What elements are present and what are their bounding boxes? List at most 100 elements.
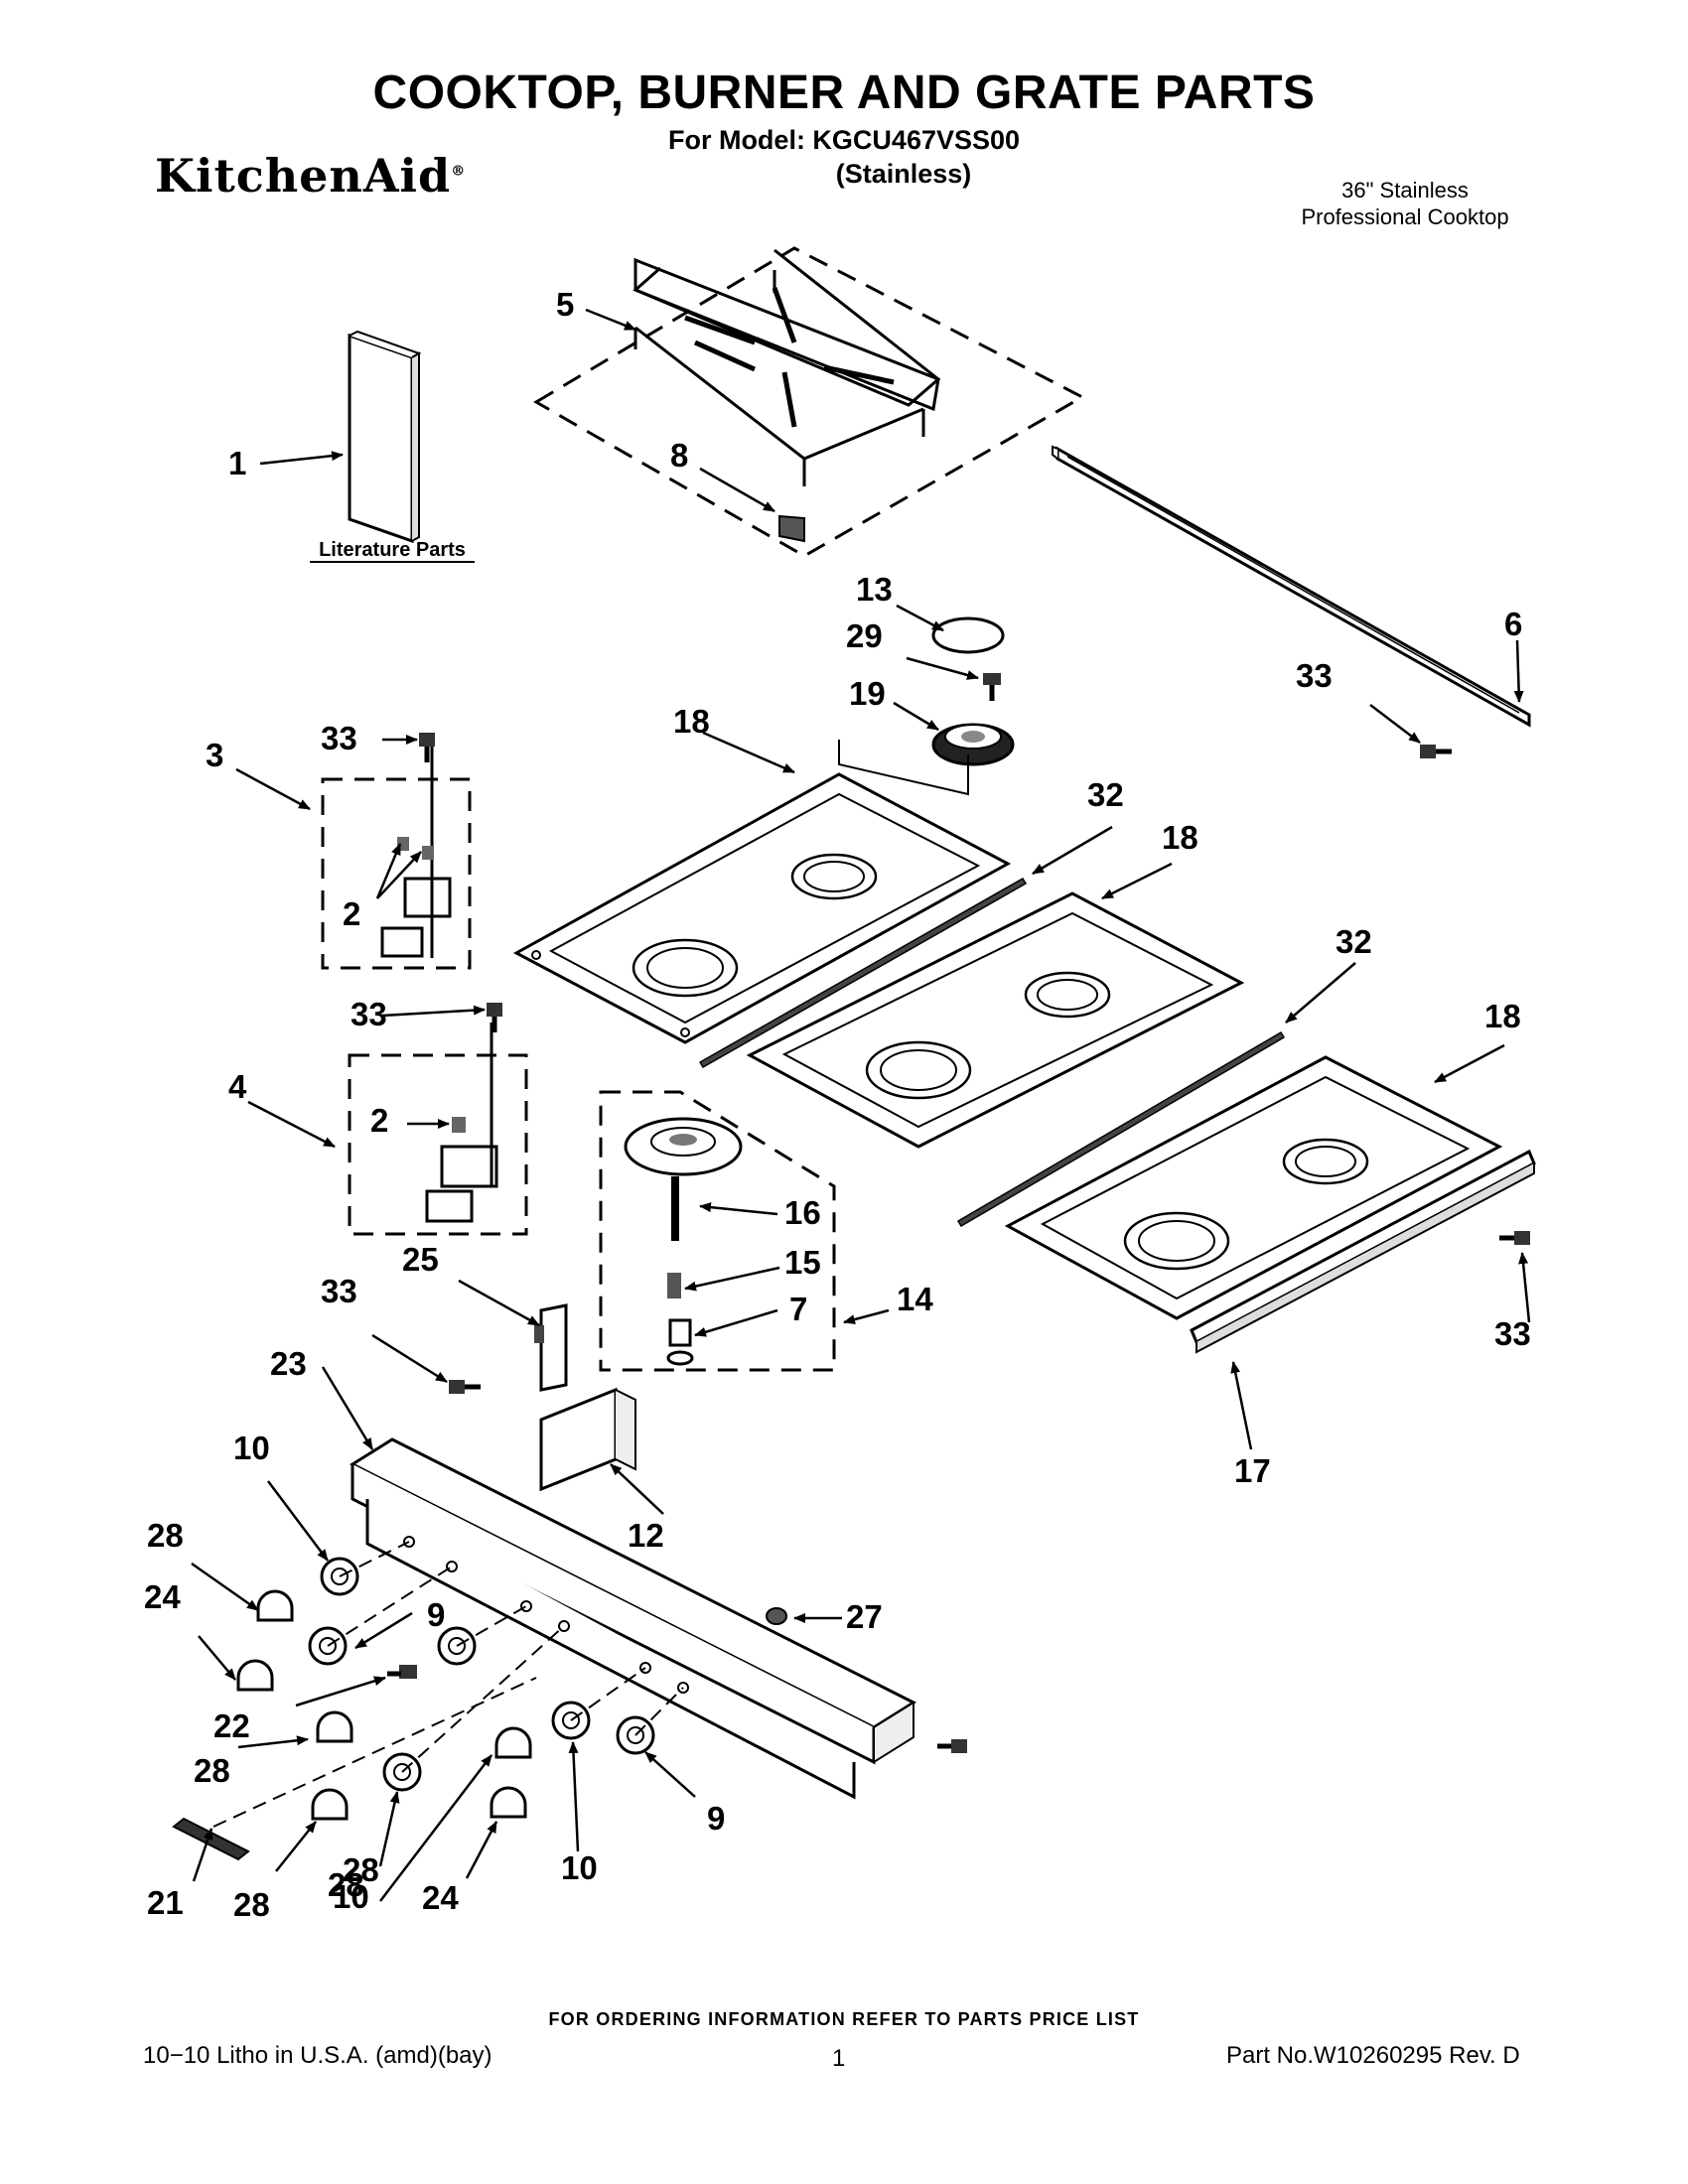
screw-33-part	[1420, 745, 1452, 758]
burner-cap-part	[931, 616, 1005, 654]
callout-10: 10	[561, 1849, 598, 1886]
knob-part	[494, 1726, 532, 1759]
knob-part	[236, 1659, 274, 1692]
callout-29: 29	[846, 617, 883, 654]
callout-9: 9	[427, 1596, 445, 1633]
burner-pan-part	[1004, 1055, 1503, 1320]
screw-33-part	[1499, 1231, 1530, 1245]
screw-33-part	[419, 733, 435, 762]
callout-25: 25	[402, 1241, 439, 1278]
bracket-part	[534, 1303, 568, 1392]
grate-dashed-outline	[533, 246, 1086, 558]
callout-5: 5	[556, 286, 574, 323]
part-number: Part No.W10260295 Rev. D	[1226, 2042, 1520, 2069]
callout-4: 4	[228, 1068, 247, 1105]
burner-pan-part	[746, 891, 1245, 1149]
nameplate-part	[172, 1817, 250, 1861]
page-title: COOKTOP, BURNER AND GRATE PARTS	[372, 67, 1316, 119]
callout-33: 33	[1296, 657, 1333, 694]
callout-17: 17	[1234, 1452, 1271, 1489]
burner-pan-part	[512, 772, 1012, 1044]
seal-strip-part	[698, 877, 1028, 1069]
callout-1: 1	[228, 445, 246, 481]
callout-33: 33	[351, 996, 387, 1032]
grate-part	[633, 248, 941, 543]
knob-part	[490, 1786, 527, 1819]
simmer-burner-part	[624, 1117, 743, 1366]
registered-mark-icon: ®	[451, 163, 467, 180]
callout-21: 21	[147, 1884, 184, 1921]
burner-alignment-line	[838, 740, 969, 796]
valve-assembly-4-outline	[348, 1053, 528, 1236]
callout-3: 3	[206, 737, 223, 773]
callout-23: 23	[270, 1345, 307, 1382]
literature-parts-label: Literature Parts	[319, 539, 466, 561]
callout-14: 14	[897, 1281, 933, 1317]
alignment-lines	[212, 1541, 684, 1828]
callout-28: 28	[343, 1851, 379, 1888]
callout-9: 9	[707, 1800, 725, 1837]
callout-27: 27	[846, 1598, 883, 1635]
burner-base-part	[931, 723, 1015, 766]
callout-22: 22	[213, 1707, 250, 1744]
screw-33-part	[449, 1380, 481, 1394]
callout-15: 15	[784, 1244, 821, 1281]
callout-24: 24	[422, 1879, 459, 1916]
callout-28: 28	[233, 1886, 270, 1923]
model-finish: (Stainless)	[835, 159, 972, 189]
callout-33: 33	[321, 720, 357, 756]
screw-33-part	[487, 1003, 502, 1032]
callout-18: 18	[1162, 819, 1198, 856]
callout-33: 33	[321, 1273, 357, 1309]
valve-4-part	[425, 1023, 498, 1223]
screw-22-part	[387, 1665, 417, 1679]
brand-logo: KitchenAid®	[155, 149, 466, 203]
brand-logo-text: KitchenAid	[155, 149, 452, 203]
callout-24: 24	[144, 1578, 181, 1615]
burner-assembly-14-outline	[599, 1090, 836, 1372]
model-number: For Model: KGCU467VSS00	[667, 125, 1021, 155]
callout-28: 28	[328, 1866, 364, 1903]
valve-3-part	[380, 745, 452, 958]
valve-assembly-3-outline	[321, 777, 472, 970]
knob-part	[256, 1589, 294, 1622]
callout-6: 6	[1504, 606, 1522, 642]
page-number: 1	[832, 2045, 846, 2072]
callout-28: 28	[194, 1752, 230, 1789]
callout-18: 18	[1484, 998, 1521, 1034]
litho-info: 10−10 Litho in U.S.A. (amd)(bay)	[143, 2042, 492, 2069]
callout-18: 18	[673, 703, 710, 740]
callout-10: 10	[333, 1878, 369, 1915]
callout-8: 8	[670, 437, 688, 474]
callout-2: 2	[370, 1102, 388, 1139]
callout-7: 7	[789, 1291, 807, 1327]
callout-2: 2	[343, 895, 360, 932]
callout-19: 19	[849, 675, 886, 712]
product-description: 36" Stainless Professional Cooktop	[1241, 177, 1569, 230]
callout-numbers: 1 2 2 3 4 5 6 7 8 9 9 10 10 10 12 13 14 …	[144, 286, 1531, 1923]
callout-13: 13	[856, 571, 893, 608]
heat-shield-part	[539, 1387, 636, 1492]
rear-trim-part	[1052, 445, 1531, 728]
callout-10: 10	[233, 1430, 270, 1466]
literature-manual-part	[348, 330, 422, 544]
callout-12: 12	[628, 1517, 664, 1554]
screw-panel-part	[937, 1739, 967, 1753]
knob-part	[316, 1710, 353, 1743]
description-line-1: 36" Stainless	[1341, 178, 1469, 203]
seal-strip-part	[956, 1030, 1286, 1228]
description-line-2: Professional Cooktop	[1301, 205, 1509, 229]
callout-32: 32	[1087, 776, 1124, 813]
leader-arrows	[191, 308, 1531, 1902]
callout-33: 33	[1494, 1315, 1531, 1352]
ordering-info: FOR ORDERING INFORMATION REFER TO PARTS …	[548, 2009, 1140, 2029]
grommet-27-part	[766, 1607, 787, 1625]
screw-29-part	[983, 673, 1001, 701]
knob-part	[311, 1788, 349, 1821]
callout-16: 16	[784, 1194, 821, 1231]
front-trim-part	[1190, 1149, 1536, 1354]
control-panel-part	[349, 1437, 917, 1800]
callout-32: 32	[1336, 923, 1372, 960]
callout-28: 28	[147, 1517, 184, 1554]
